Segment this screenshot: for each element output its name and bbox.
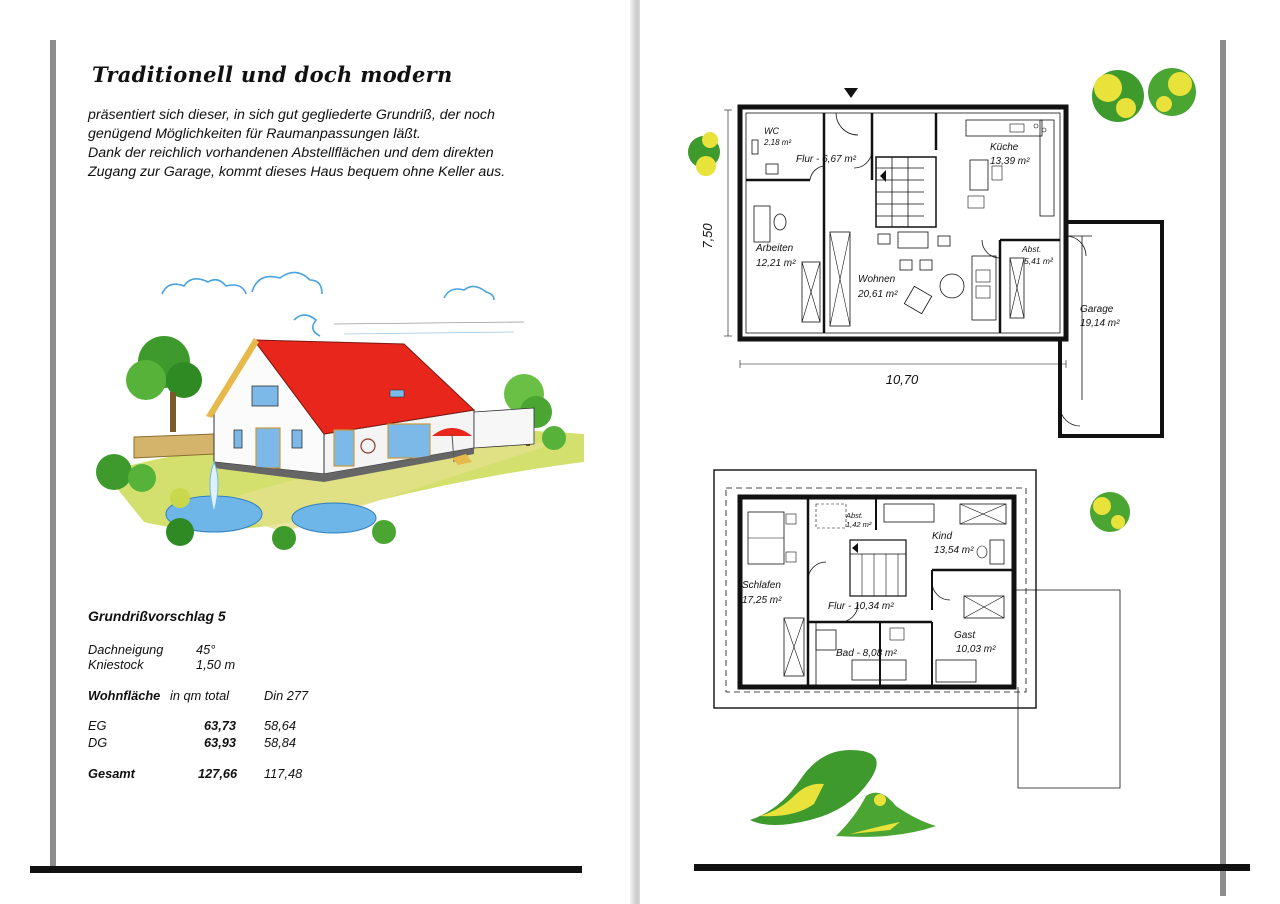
- room-label: Kind: [932, 531, 952, 542]
- left-margin-bar: [50, 40, 56, 872]
- room-label: Flur - 6,67 m²: [796, 154, 857, 165]
- intro-line: Dank der reichlich vorhandenen Abstellfl…: [88, 145, 494, 161]
- floor-label: EG: [88, 718, 107, 733]
- room-label: Bad - 8,08 m²: [836, 648, 897, 659]
- room-label: Abst.: [1021, 244, 1041, 254]
- knee-wall-value: 1,50 m: [196, 657, 236, 672]
- page-title: Traditionell und doch modern: [92, 62, 453, 87]
- intro-line: genügend Möglichkeiten für Raumanpassung…: [88, 126, 421, 142]
- sum-din-value: 117,48: [264, 766, 303, 781]
- room-area: 20,61 m²: [857, 289, 898, 300]
- room-area: 19,14 m²: [1080, 318, 1120, 329]
- room-label: Arbeiten: [755, 243, 794, 254]
- room-area: 13,39 m²: [990, 156, 1030, 167]
- floor-label: DG: [88, 735, 108, 750]
- upper-floor-labels: Abst. 1,42 m² Kind 13,54 m² Schlafen 17,…: [742, 511, 996, 659]
- floor-plans: 7,50 10,70 WC 2,18 m² Flur - 6,67 m² Küc…: [688, 68, 1196, 837]
- room-area: 12,21 m²: [756, 258, 796, 269]
- left-bottom-rule: [30, 866, 582, 873]
- depth-dimension: 7,50: [700, 223, 715, 249]
- right-bottom-rule: [694, 864, 1250, 871]
- room-label: Küche: [990, 142, 1019, 153]
- din-value: 58,64: [264, 718, 297, 733]
- room-area: 1,42 m²: [846, 520, 872, 529]
- shrub-illustration: [688, 68, 1196, 837]
- right-page: 7,50 10,70 WC 2,18 m² Flur - 6,67 m² Küc…: [640, 0, 1280, 904]
- room-area: 2,18 m²: [763, 138, 791, 147]
- right-margin-bar: [1220, 40, 1226, 896]
- room-area: 5,41 m²: [1024, 256, 1054, 266]
- entrance-arrow-icon: [844, 88, 858, 98]
- intro-text: präsentiert sich dieser, in sich gut geg…: [88, 106, 588, 182]
- left-page: Traditionell und doch modern präsentiert…: [0, 0, 634, 904]
- tree-illustration: [126, 336, 552, 446]
- ground-floor-plan: [724, 88, 1164, 438]
- room-area: 10,03 m²: [956, 644, 996, 655]
- room-label: Wohnen: [858, 274, 896, 285]
- living-area-label: Wohnfläche: [88, 688, 161, 703]
- room-label: Flur - 10,34 m²: [828, 601, 894, 612]
- roof-pitch-label: Dachneigung: [88, 642, 164, 657]
- room-label: Gast: [954, 630, 976, 641]
- upper-floor-plan: [713, 469, 1121, 789]
- bush-illustration: [96, 426, 566, 550]
- knee-wall-label: Kniestock: [88, 657, 144, 672]
- intro-line: Zugang zur Garage, kommt dieses Haus beq…: [88, 164, 506, 180]
- width-dimension: 10,70: [886, 372, 919, 387]
- room-label: Garage: [1080, 304, 1114, 315]
- room-label: Schlafen: [742, 580, 781, 591]
- room-area: 13,54 m²: [934, 545, 974, 556]
- roof-pitch-value: 45°: [196, 642, 216, 657]
- proposal-title: Grundrißvorschlag 5: [88, 608, 226, 624]
- cloud-illustration: [161, 271, 495, 337]
- total-column-label: in qm total: [170, 688, 230, 703]
- sum-label: Gesamt: [88, 766, 135, 781]
- intro-line: präsentiert sich dieser, in sich gut geg…: [88, 107, 495, 123]
- ground-floor-labels: 7,50 10,70 WC 2,18 m² Flur - 6,67 m² Küc…: [700, 126, 1120, 387]
- total-value: 63,73: [204, 718, 237, 733]
- din-column-label: Din 277: [264, 688, 309, 703]
- room-label: WC: [764, 126, 779, 136]
- total-value: 63,93: [204, 735, 237, 750]
- room-area: 17,25 m²: [742, 595, 782, 606]
- din-value: 58,84: [264, 735, 297, 750]
- sum-total-value: 127,66: [198, 766, 238, 781]
- house-illustration: [96, 271, 584, 550]
- room-label: Abst.: [845, 511, 863, 520]
